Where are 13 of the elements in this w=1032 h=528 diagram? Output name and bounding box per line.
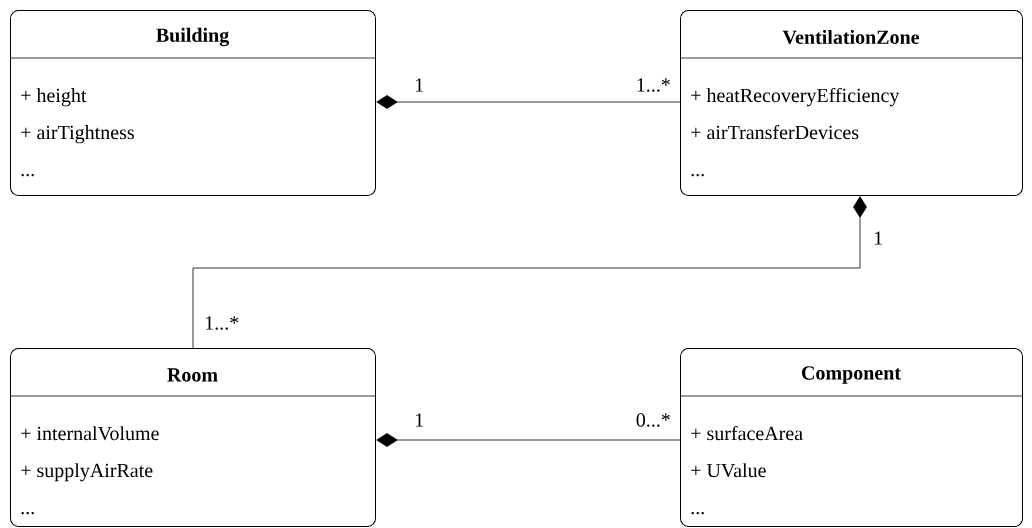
class-box: Building + height + airTightness ... — [9, 10, 376, 196]
composition-line — [192, 196, 867, 349]
multiplicity-label: 1 — [874, 231, 882, 245]
composition-line — [376, 95, 681, 109]
multiplicity-label: 1...* — [637, 78, 670, 92]
class-box: Component + surfaceArea + UValue ... — [679, 348, 1023, 527]
multiplicity-label: 1 — [415, 78, 423, 92]
class-box: VentilationZone + heatRecoveryEfficiency + airTransferDevices ... — [679, 10, 1023, 196]
multiplicity-label: 0...* — [636, 413, 670, 427]
multiplicity-label: 1 — [415, 413, 423, 427]
class-box: Room + internalVolume + supplyAirRate ... — [9, 348, 376, 527]
composition-line — [376, 433, 681, 447]
multiplicity-label: 1...* — [205, 316, 239, 330]
